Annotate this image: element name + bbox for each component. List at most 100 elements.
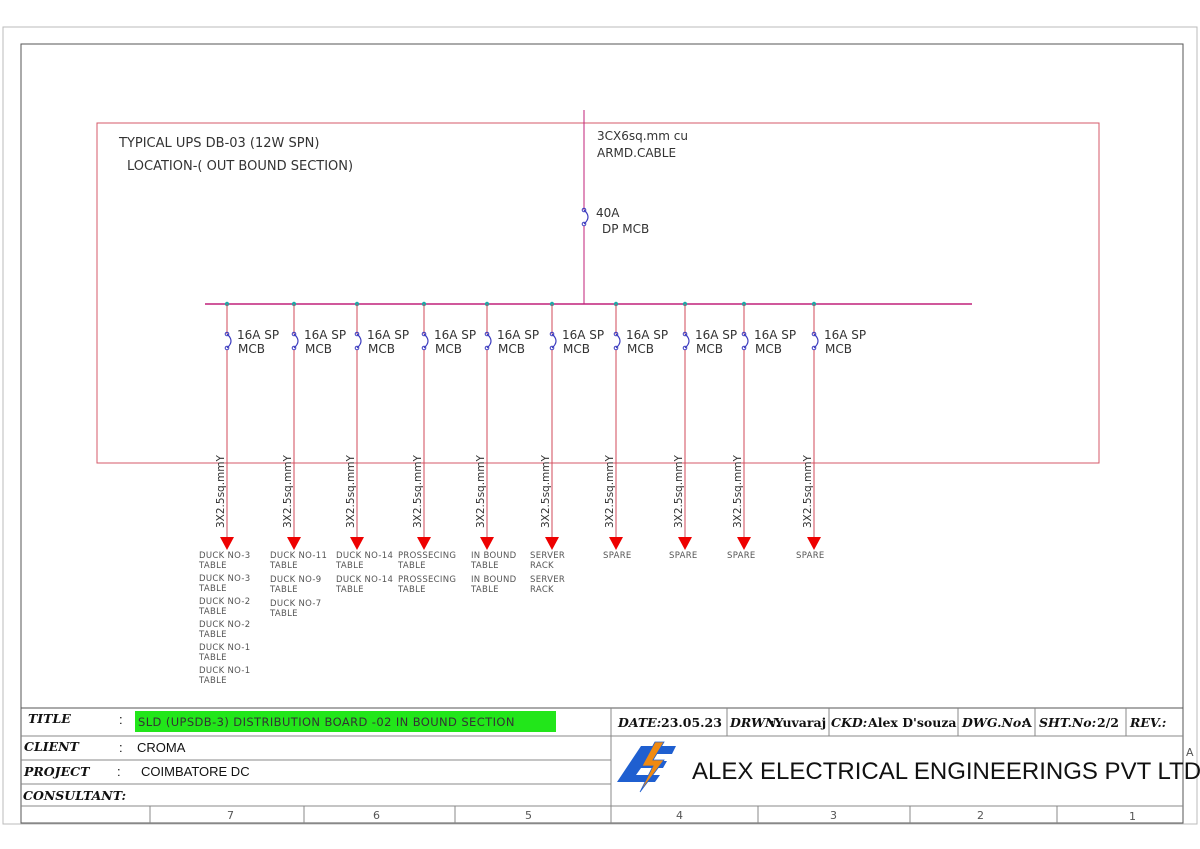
cable-size-label: 3X2.5sq.mmY — [345, 454, 357, 528]
cable-size-label: 3X2.5sq.mmY — [732, 454, 744, 528]
cable-size-label: 3X2.5sq.mmY — [412, 454, 424, 528]
mcb-rating: 16A SP — [754, 328, 796, 342]
mcb-contact — [354, 331, 360, 337]
incomer-mcb-contact-bottom — [581, 221, 587, 227]
drawing-frame — [20, 43, 1184, 824]
load-label: SERVER — [530, 551, 565, 561]
load-arrow — [417, 537, 431, 550]
mcb-contact — [811, 331, 817, 337]
load-label: DUCK NO-7 — [270, 599, 321, 609]
zone-label: 5 — [525, 809, 532, 822]
mcb-contact — [811, 345, 817, 351]
load-arrow — [678, 537, 692, 550]
mcb-contact — [421, 331, 427, 337]
project-label: PROJECT — [23, 764, 91, 779]
load-label: DUCK NO-14 — [336, 575, 393, 585]
load-label: DUCK NO-1 — [199, 643, 250, 653]
load-label: SPARE — [669, 551, 698, 561]
mcb-rating: 16A SP — [237, 328, 279, 342]
date-label: DATE: — [617, 715, 661, 730]
mcb-contact — [354, 345, 360, 351]
edge-zone-mark: A — [1186, 746, 1194, 759]
title-block: TITLE : SLD (UPSDB-3) DISTRIBUTION BOARD… — [21, 707, 1200, 824]
load-label: TABLE — [335, 561, 364, 571]
drawn-value: :Yuvaraj — [770, 715, 826, 730]
title-colon: : — [119, 712, 123, 727]
zone-label: 7 — [227, 809, 234, 822]
incomer-rating: 40A — [596, 206, 620, 220]
cable-size-label: 3X2.5sq.mmY — [475, 454, 487, 528]
mcb-type: MCB — [696, 342, 723, 356]
mcb-type: MCB — [825, 342, 852, 356]
mcb-contact — [421, 345, 427, 351]
date-value: 23.05.23 — [661, 715, 722, 730]
incomer-type: DP MCB — [602, 222, 649, 236]
mcb-rating: 16A SP — [434, 328, 476, 342]
load-label: RACK — [530, 585, 554, 595]
title-value: SLD (UPSDB-3) DISTRIBUTION BOARD -02 IN … — [138, 715, 515, 729]
mcb-rating: 16A SP — [695, 328, 737, 342]
cable-size-label: 3X2.5sq.mmY — [802, 454, 814, 528]
mcb-rating: 16A SP — [304, 328, 346, 342]
client-label: CLIENT — [24, 739, 81, 754]
mcb-contact — [613, 345, 619, 351]
mcb-contact — [224, 331, 230, 337]
mcb-type: MCB — [627, 342, 654, 356]
load-arrow — [609, 537, 623, 550]
consultant-label: CONSULTANT: — [23, 788, 126, 803]
mcb-contact — [291, 345, 297, 351]
load-label: TABLE — [198, 584, 227, 594]
load-label: DUCK NO-2 — [199, 597, 250, 607]
db-location: LOCATION-( OUT BOUND SECTION) — [127, 159, 353, 174]
load-label: DUCK NO-3 — [199, 574, 250, 584]
load-label: DUCK NO-2 — [199, 620, 250, 630]
load-label: SPARE — [796, 551, 825, 561]
zone-label: 4 — [676, 809, 683, 822]
zone-label: 1 — [1129, 810, 1136, 823]
incoming-cable-size: 3CX6sq.mm cu — [597, 129, 688, 143]
load-arrow — [737, 537, 751, 550]
load-label: TABLE — [397, 561, 426, 571]
load-label: DUCK NO-1 — [199, 666, 250, 676]
load-label: TABLE — [198, 630, 227, 640]
dwg-value: A — [1021, 715, 1032, 730]
load-arrow — [545, 537, 559, 550]
company-logo — [617, 741, 676, 793]
mcb-contact — [741, 331, 747, 337]
cable-size-label: 3X2.5sq.mmY — [540, 454, 552, 528]
load-arrow — [287, 537, 301, 550]
load-label: DUCK NO-14 — [336, 551, 393, 561]
mcb-type: MCB — [435, 342, 462, 356]
load-label: DUCK NO-3 — [199, 551, 250, 561]
cable-size-label: 3X2.5sq.mmY — [282, 454, 294, 528]
db-title: TYPICAL UPS DB-03 (12W SPN) — [118, 136, 319, 151]
title-highlight — [135, 711, 556, 732]
load-label: TABLE — [269, 585, 298, 595]
load-label: TABLE — [198, 561, 227, 571]
logo-bolt-shape — [639, 741, 665, 793]
load-label: TABLE — [470, 585, 499, 595]
load-label: TABLE — [198, 676, 227, 686]
load-label: TABLE — [269, 561, 298, 571]
title-label: TITLE — [28, 711, 71, 726]
mcb-type: MCB — [563, 342, 590, 356]
load-label: TABLE — [470, 561, 499, 571]
load-arrow — [220, 537, 234, 550]
mcb-contact — [682, 331, 688, 337]
load-label: SPARE — [603, 551, 632, 561]
load-arrow — [350, 537, 364, 550]
load-arrow — [480, 537, 494, 550]
client-colon: : — [119, 740, 123, 755]
drawn-label: DRWN. — [729, 715, 780, 730]
project-value: COIMBATORE DC — [141, 764, 250, 779]
mcb-type: MCB — [238, 342, 265, 356]
mcb-type: MCB — [755, 342, 782, 356]
db-enclosure — [96, 122, 1100, 464]
cable-size-label: 3X2.5sq.mmY — [673, 454, 685, 528]
mcb-contact — [613, 331, 619, 337]
load-arrow — [807, 537, 821, 550]
sht-value: 2/2 — [1097, 715, 1119, 730]
mcb-type: MCB — [305, 342, 332, 356]
